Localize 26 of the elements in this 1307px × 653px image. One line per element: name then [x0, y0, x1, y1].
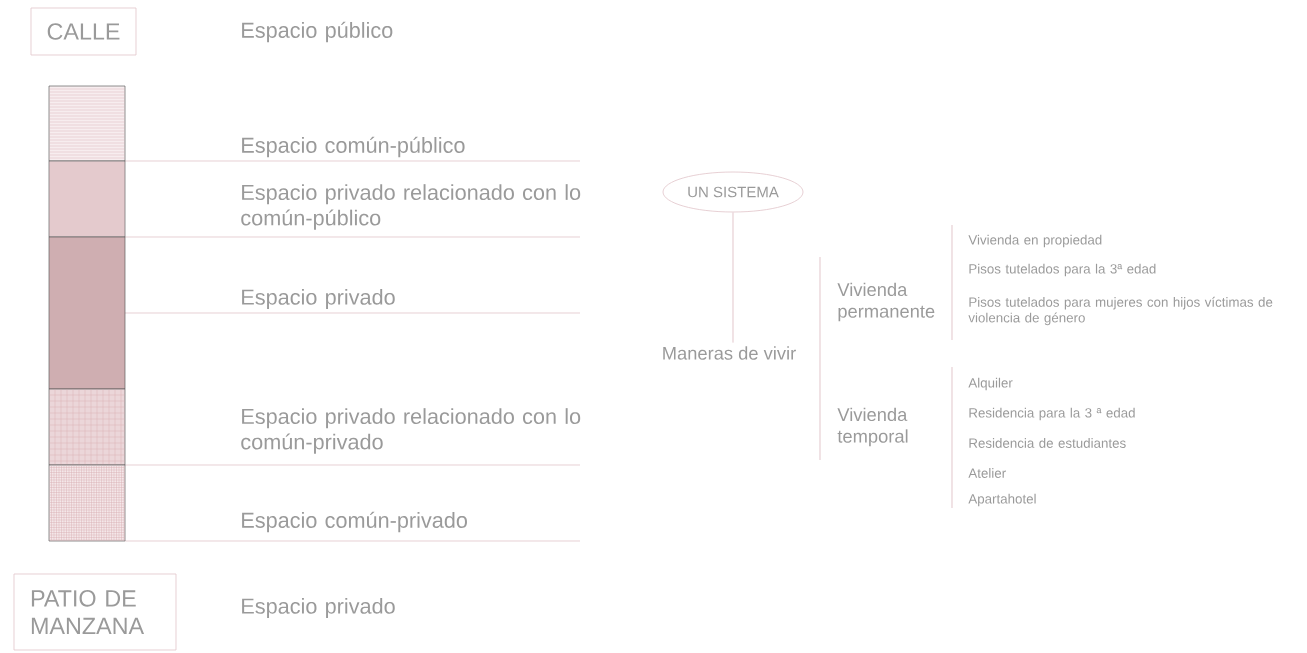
- bar-segment: [48, 85, 126, 162]
- item-text: Espacio privado relacionado con lo común-privado: [241, 408, 581, 454]
- item-text: Apartahotel: [968, 493, 1036, 507]
- item-text: Atelier: [968, 468, 1006, 478]
- label-box: PATIO DE MANZANA: [13, 573, 177, 651]
- item-text: Espacio privado relacionado con lo común-público: [241, 184, 581, 230]
- item-text: Residencia para la 3 ª edad: [969, 407, 1135, 421]
- item-text: Pisos tutelados para mujeres con hijos víctimas de violencia de género: [968, 296, 1273, 326]
- item-text: Espacio común-privado: [242, 511, 467, 533]
- item-text: Residencia de estudiantes: [969, 438, 1126, 448]
- item-text: Alquiler: [968, 377, 1013, 391]
- item-text: Vivienda permanente: [837, 282, 935, 322]
- bar-segment: [48, 236, 126, 390]
- item-text: Pisos tutelados para la 3ª edad: [969, 263, 1156, 277]
- item-text: Espacio común-público: [242, 136, 465, 158]
- item-text: Vivienda en propiedad: [968, 234, 1102, 248]
- label-box: CALLE: [30, 7, 137, 56]
- heading-text: Maneras de vivir: [663, 346, 796, 360]
- bar-segment: [48, 464, 126, 542]
- item-text: Espacio público: [242, 21, 393, 43]
- item-text: Espacio privado: [242, 288, 395, 310]
- bar-segment: [48, 388, 126, 466]
- item-text: Espacio privado: [242, 597, 395, 619]
- ellipse-node: UN SISTEMA: [662, 171, 804, 213]
- item-text: Vivienda temporal: [837, 407, 908, 447]
- bar-segment: [48, 160, 126, 238]
